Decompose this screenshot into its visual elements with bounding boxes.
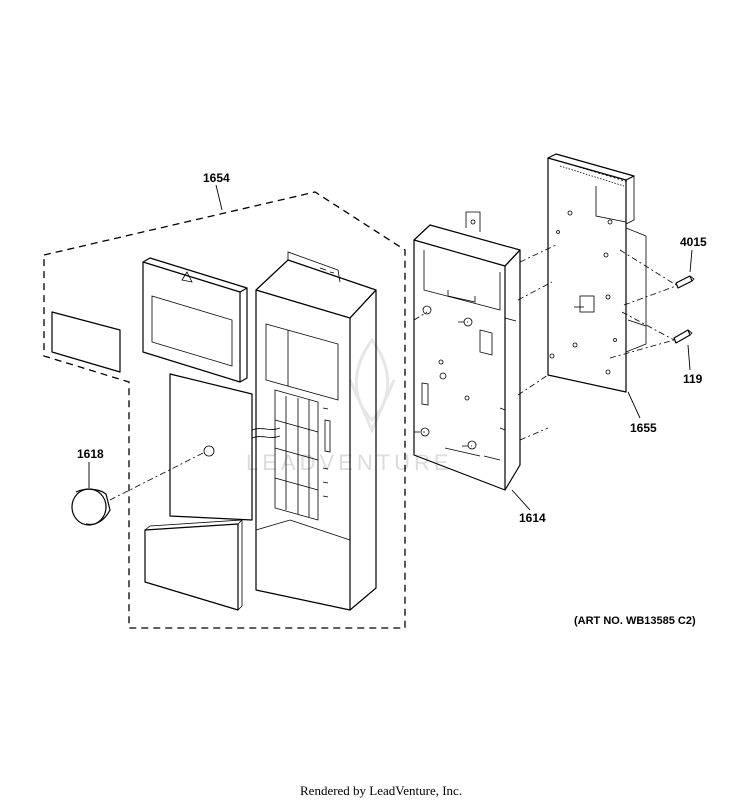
- part-display-frame: [142, 257, 248, 383]
- part-frame-1614: [413, 211, 521, 491]
- part-knob-1618: [71, 451, 206, 526]
- assembly-leader-lines: [413, 244, 677, 447]
- callout-1654: 1654: [203, 171, 230, 185]
- callout-leaders: [88, 184, 693, 511]
- part-bottom-trim: [144, 519, 244, 611]
- part-circuit-board-1655: [547, 153, 647, 393]
- callout-1614: 1614: [519, 511, 546, 525]
- part-screw-119: [673, 329, 693, 344]
- leadventure-watermark-logo: [348, 337, 396, 434]
- footer-credit: Rendered by LeadVenture, Inc.: [300, 783, 462, 798]
- callout-4015: 4015: [680, 235, 707, 249]
- watermark-text: LEADVENTURE: [246, 450, 453, 475]
- callout-119: 119: [683, 372, 703, 386]
- part-control-panel-housing: [251, 251, 377, 611]
- callout-1655: 1655: [630, 421, 657, 435]
- art-number: (ART NO. WB13585 C2): [574, 615, 696, 627]
- part-screw-4015: [675, 275, 695, 289]
- part-membrane-panel: [169, 373, 253, 521]
- part-window-small: [51, 311, 121, 373]
- callout-1618: 1618: [77, 447, 104, 461]
- assembly-boundary-1654: [43, 191, 406, 629]
